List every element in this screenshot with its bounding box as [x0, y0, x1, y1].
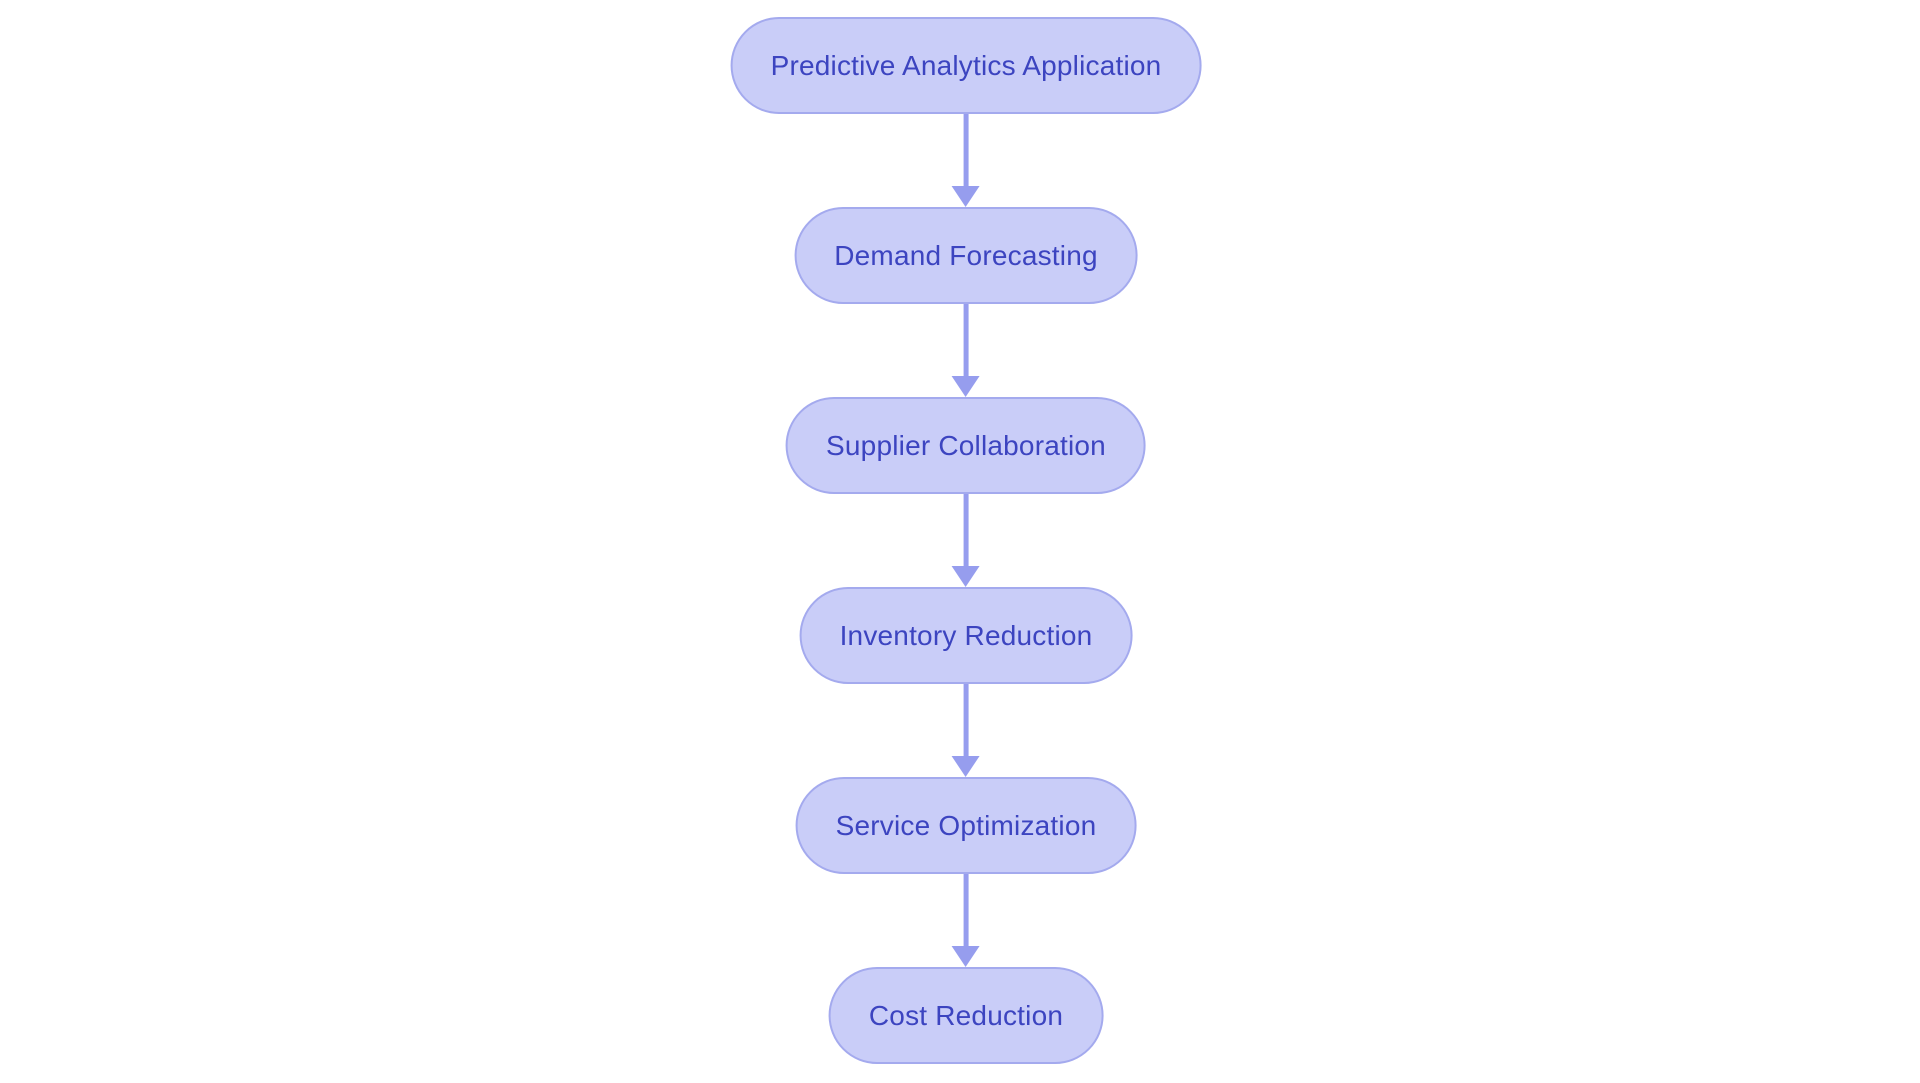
node-label: Demand Forecasting — [834, 239, 1098, 271]
connector-arrow-5 — [951, 874, 980, 967]
arrow-down-icon — [951, 756, 980, 777]
flow-node-predictive-analytics-application: Predictive Analytics Application — [730, 17, 1202, 114]
connector-arrow-1 — [951, 114, 980, 207]
arrow-line — [963, 494, 969, 566]
flow-node-cost-reduction: Cost Reduction — [828, 967, 1104, 1064]
connector-arrow-4 — [951, 684, 980, 777]
arrow-line — [963, 874, 969, 946]
arrow-line — [963, 684, 969, 756]
arrow-down-icon — [951, 566, 980, 587]
flow-node-service-optimization: Service Optimization — [795, 777, 1137, 874]
flowchart: Predictive Analytics Application Demand … — [730, 17, 1202, 1064]
arrow-line — [963, 304, 969, 376]
node-label: Inventory Reduction — [839, 619, 1093, 651]
node-label: Cost Reduction — [868, 999, 1064, 1031]
node-label: Predictive Analytics Application — [770, 49, 1162, 81]
arrow-down-icon — [951, 186, 980, 207]
arrow-line — [963, 114, 969, 186]
node-label: Service Optimization — [835, 809, 1097, 841]
connector-arrow-2 — [951, 304, 980, 397]
connector-arrow-3 — [951, 494, 980, 587]
flow-node-inventory-reduction: Inventory Reduction — [799, 587, 1133, 684]
arrow-down-icon — [951, 946, 980, 967]
flow-node-demand-forecasting: Demand Forecasting — [794, 207, 1138, 304]
flow-node-supplier-collaboration: Supplier Collaboration — [786, 397, 1146, 494]
arrow-down-icon — [951, 376, 980, 397]
node-label: Supplier Collaboration — [826, 429, 1106, 461]
